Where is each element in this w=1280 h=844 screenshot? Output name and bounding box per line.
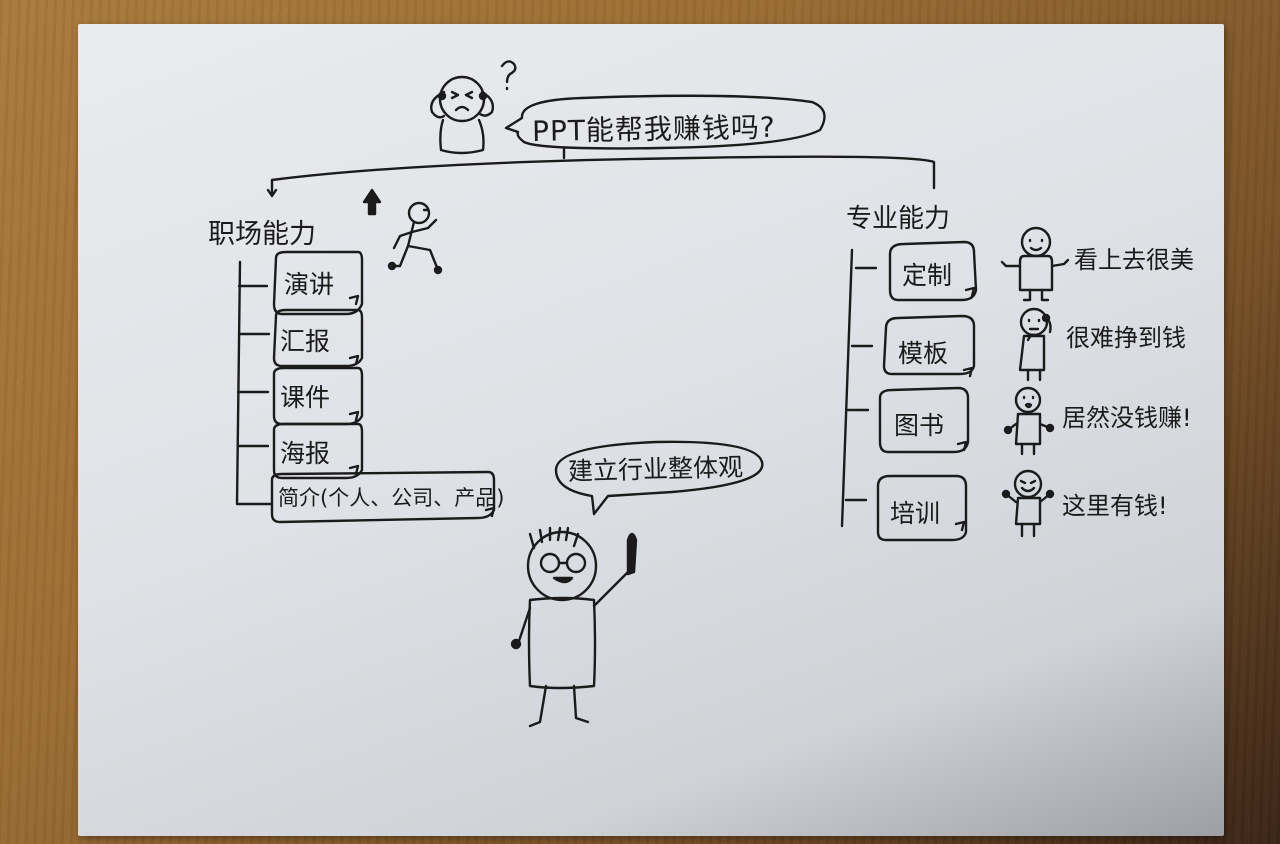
right-item-training: 培训 xyxy=(890,499,941,528)
confused-person-icon xyxy=(430,75,495,155)
vision-speech-bubble xyxy=(554,440,764,516)
left-item-poster: 海报 xyxy=(280,439,331,468)
right-item-template: 模板 xyxy=(898,339,949,368)
question-bubble-text: PPT能帮我赚钱吗? xyxy=(531,110,777,148)
question-speech-bubble xyxy=(504,94,826,150)
left-item-boxes xyxy=(270,250,496,524)
left-item-report: 汇报 xyxy=(280,327,331,356)
right-branch-title: 专业能力 xyxy=(846,204,951,234)
reaction-custom: 看上去很美 xyxy=(1074,246,1194,274)
reaction-book: 居然没钱赚! xyxy=(1062,404,1192,432)
left-branch-line xyxy=(235,260,273,506)
shocked-person-icon xyxy=(1003,386,1055,456)
question-mark-icon xyxy=(500,60,517,91)
running-person-icon xyxy=(387,201,443,275)
right-branch-line xyxy=(840,248,878,528)
tree-connector-top xyxy=(266,146,936,198)
happy-shrug-person-icon xyxy=(1000,226,1070,302)
teacher-with-pen-icon xyxy=(510,526,638,728)
vision-bubble-text: 建立行业整体观 xyxy=(567,452,744,486)
left-item-profile: 简介(个人、公司、产品) xyxy=(278,486,505,510)
right-item-custom: 定制 xyxy=(902,261,953,290)
thinking-person-icon xyxy=(1018,307,1052,382)
excited-person-icon xyxy=(1001,469,1055,538)
left-item-speech: 演讲 xyxy=(284,270,335,299)
left-item-courseware: 课件 xyxy=(280,383,331,412)
up-arrow-icon xyxy=(362,188,382,216)
left-branch-title: 职场能力 xyxy=(208,219,316,250)
right-item-book: 图书 xyxy=(894,411,945,440)
reaction-template: 很难挣到钱 xyxy=(1066,324,1186,352)
right-item-boxes xyxy=(876,240,978,542)
reaction-training: 这里有钱! xyxy=(1062,492,1168,520)
